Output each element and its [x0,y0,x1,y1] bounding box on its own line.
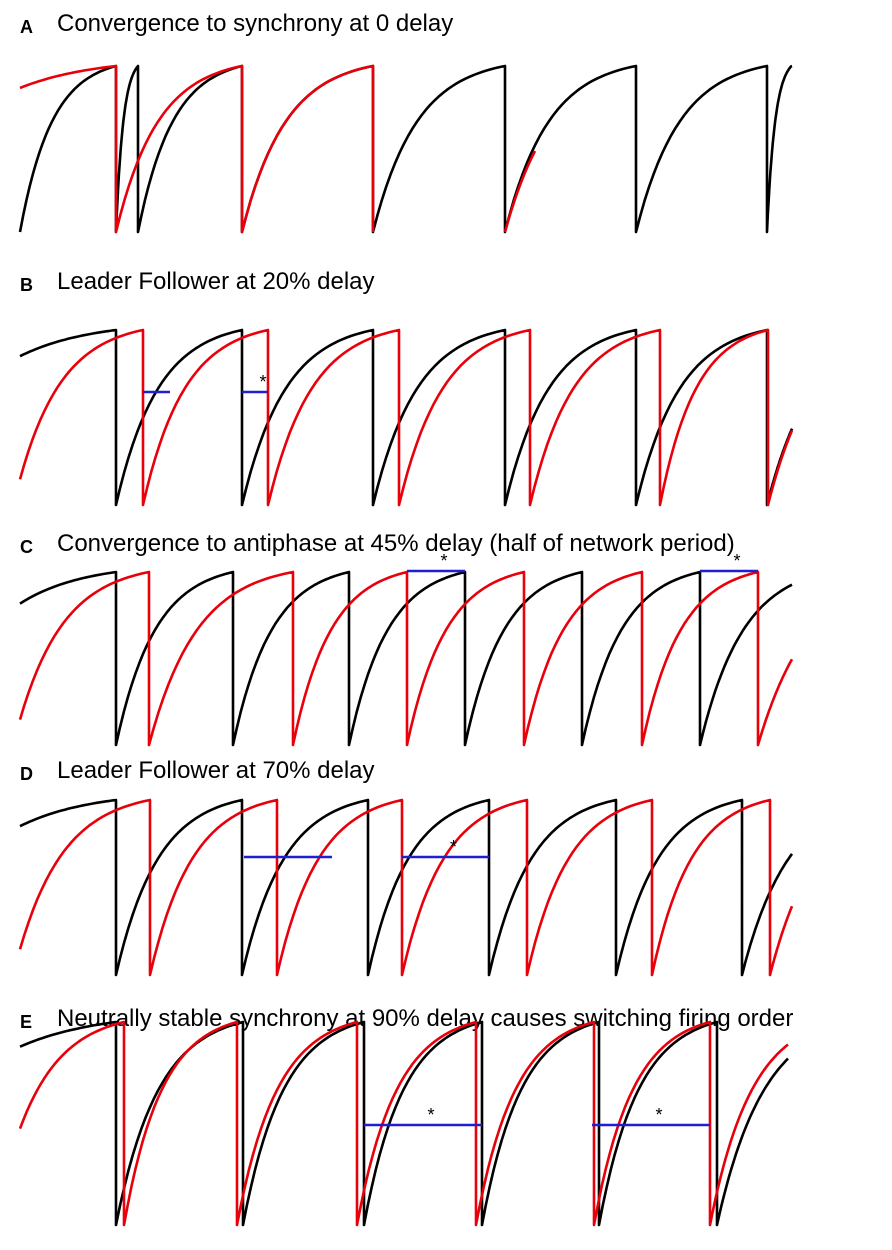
panel-e-black-trace [19,1020,789,1227]
panel-e-red-trace [18,1020,789,1227]
panel-a-letter: A [20,17,33,37]
panel-d-traces: * [18,798,794,977]
panel-c-red-trace [18,570,794,747]
panel-b-title: Leader Follower at 20% delay [57,268,375,295]
panel-e-title: Neutrally stable synchrony at 90% delay … [57,1005,793,1032]
panel-b: B Leader Follower at 20% delay * [18,268,794,507]
panel-d-title: Leader Follower at 70% delay [57,757,375,784]
panel-d-interval-star-2: * [450,837,457,857]
panel-e: E Neutrally stable synchrony at 90% dela… [18,1005,793,1227]
panel-a-red-trace [19,64,375,234]
panel-e-traces: ** [18,1020,789,1227]
panel-a-red-trace-segment [503,150,537,233]
panel-b-traces: * [18,328,794,507]
panel-d: D Leader Follower at 70% delay * [18,757,794,977]
panel-c-letter: C [20,537,33,557]
panel-e-interval-star-2: * [655,1105,662,1125]
panel-e-letter: E [20,1012,32,1032]
panel-a-traces [18,64,793,234]
panel-c-title: Convergence to antiphase at 45% delay (h… [57,530,735,557]
panel-a: A Convergence to synchrony at 0 delay [18,10,793,234]
panel-b-black-trace [19,328,794,507]
panel-c-interval-star-2: * [733,551,740,571]
panel-c-traces: ** [18,551,794,747]
panel-b-interval-star-2: * [259,372,266,392]
panel-c: C Convergence to antiphase at 45% delay … [18,530,794,747]
panel-d-black-trace [19,798,794,977]
panel-b-letter: B [20,275,33,295]
panel-e-interval-star-1: * [427,1105,434,1125]
panel-b-red-trace [18,328,794,507]
panel-d-red-trace [18,798,794,977]
panel-a-black-trace [18,64,793,234]
panel-d-letter: D [20,764,33,784]
panel-a-title: Convergence to synchrony at 0 delay [57,10,453,37]
panel-c-interval-star-1: * [440,551,447,571]
